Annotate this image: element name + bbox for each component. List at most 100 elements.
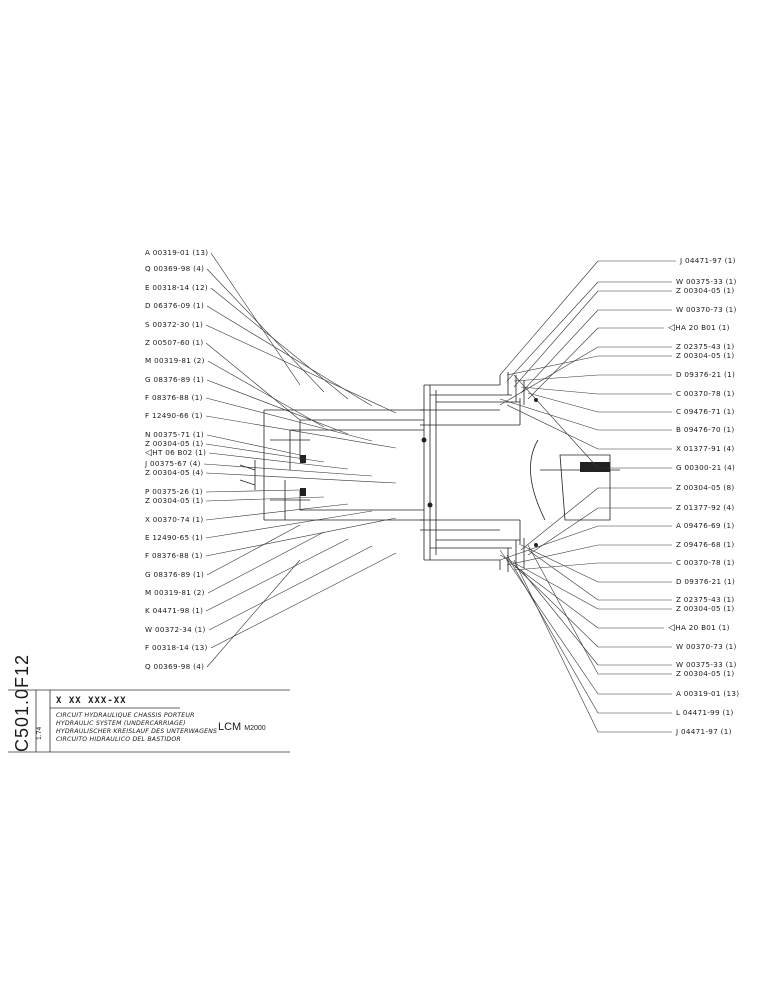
leader-line [206,268,325,393]
part-label-left: X 00370-74 (1) [145,515,204,524]
leader-line [205,538,349,612]
leader-line [513,290,599,388]
part-label-right: G 00300-21 (4) [676,463,736,472]
part-label-right: D 09376-21 (1) [676,370,736,379]
leader-line [506,554,599,714]
leader-line [499,549,599,695]
part-label-left: J 00375-67 (4) [145,459,201,468]
part-label-left: Z 00304-05 (1) [145,439,204,448]
leader-line [203,463,373,477]
leader-line [513,374,599,382]
part-label-left: F 00318-14 (13) [145,643,208,652]
part-label-right: C 00370-78 (1) [676,558,735,567]
leader-line [206,559,301,668]
valve-symbol-icon: ◁ [668,323,676,333]
upper-pipe-bundle [420,384,520,426]
part-label-left: W 00372-34 (1) [145,625,206,634]
leader-line [205,472,397,484]
part-label-right: C 00370-78 (1) [676,389,735,398]
leader-line [207,360,325,428]
title-line-de: HYDRAULISCHER KREISLAUF DES UNTERWAGENS [56,728,218,735]
part-label-right: ◁HA 20 B01 (1) [668,623,730,633]
part-label-left: P 00375-26 (1) [145,487,203,496]
model-suffix: M2000 [244,725,266,732]
part-label-right: X 01377-91 (4) [676,444,735,453]
leader-line [205,517,397,557]
leader-line [527,507,599,556]
part-label-left: F 12490-66 (1) [145,411,203,420]
part-label-right: Z 00304-05 (1) [676,351,735,360]
part-label-left: E 12490-65 (1) [145,533,204,542]
part-label-right: Z 02375-43 (1) [676,342,735,351]
leader-line [520,569,599,666]
part-label-left: Z 00507-60 (1) [145,338,204,347]
model-main: LCM [218,721,242,733]
leader-line [506,544,599,566]
part-label-left: A 00319-01 (13) [145,248,209,257]
title-line-es: CIRCUITO HIDRAULICO DEL BASTIDOR [56,736,181,743]
leader-line [499,398,599,431]
part-label-right: W 00370-73 (1) [676,305,737,314]
part-label-left: G 08376-89 (1) [145,570,205,579]
leader-line [520,386,599,395]
part-label-right: ◁HA 20 B01 (1) [668,323,730,333]
valve-symbol-icon: ◁ [668,623,676,633]
leader-line [506,404,599,450]
part-label-left: D 06376-09 (1) [145,301,205,310]
leader-line [205,503,349,521]
leader-line [527,544,599,675]
part-label-right: Z 00304-05 (1) [676,286,735,295]
part-label-left: ◁HT 06 B02 (1) [145,448,206,458]
leader-line [205,510,373,539]
leader-line [499,346,599,406]
lower-pipe-bundle [420,519,520,561]
leader-line [506,355,599,376]
leader-line [208,545,373,631]
leader-line [206,524,301,576]
leader-line [205,489,301,493]
part-label-right: B 09476-70 (1) [676,425,735,434]
leader-line [205,397,373,442]
title-line-en: HYDRAULIC SYSTEM (UNDERCARRIAGE) [56,720,186,727]
part-label-right: W 00370-73 (1) [676,642,737,651]
part-label-left: S 00372-30 (1) [145,320,204,329]
leader-line [210,252,301,386]
part-label-right: Z 02375-43 (1) [676,595,735,604]
right-lower-fittings [499,520,525,572]
leader-line [208,452,349,470]
part-label-left: M 00319-81 (2) [145,588,205,597]
part-label-right-text: HA 20 B01 (1) [675,623,730,632]
leader-line [520,487,599,551]
leader-line [205,324,397,414]
title-line-fr: CIRCUIT HYDRAULIQUE CHASSIS PORTEUR [56,712,195,719]
model-name: LCM M2000 [218,721,266,733]
leader-line [205,342,301,421]
leader-line [499,260,599,376]
part-label-right: D 09376-21 (1) [676,577,736,586]
valve-symbol-icon: ◁ [145,448,153,458]
part-label-right-text: HA 20 B01 (1) [675,323,730,332]
leader-line [206,379,349,435]
part-label-left: E 00318-14 (12) [145,283,208,292]
part-label-right: W 00375-33 (1) [676,277,737,286]
leader-line [205,496,325,502]
part-label-left: F 08376-88 (1) [145,551,203,560]
part-label-right: Z 01377-92 (4) [676,503,735,512]
part-label-left: Q 00369-98 (4) [145,662,205,671]
leader-line [207,531,325,594]
part-label-right: J 04471-97 (1) [680,256,736,265]
leader-line [499,525,599,561]
leader-line [206,434,301,456]
reference-number: X XX XXX-XX [56,696,127,706]
leader-line [520,544,599,583]
part-label-left: N 00375-71 (1) [145,430,204,439]
left-cylinders [239,410,310,520]
part-label-right: C 09476-71 (1) [676,407,735,416]
leader-line [527,549,599,601]
leader-line [205,415,397,449]
part-label-right: J 04471-97 (1) [676,727,732,736]
part-label-right: A 00319-01 (13) [676,689,740,698]
part-label-right: Z 00304-05 (1) [676,604,735,613]
